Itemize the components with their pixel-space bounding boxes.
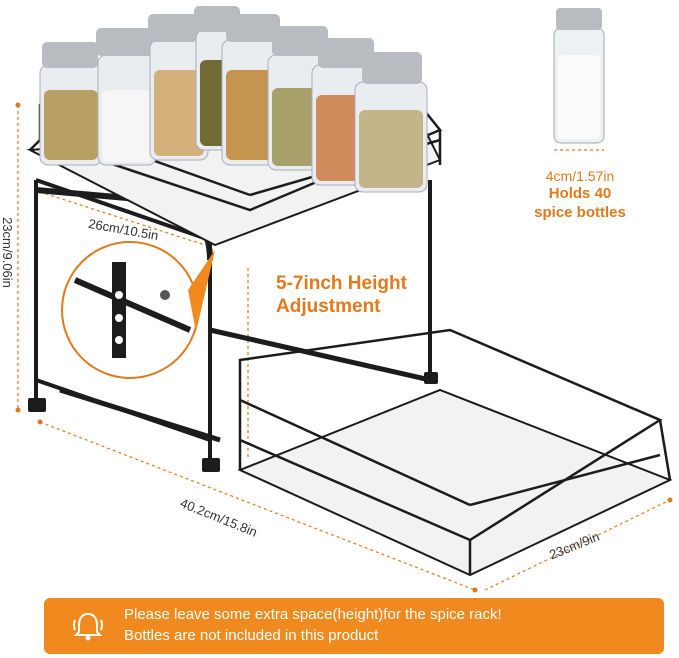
dimension-lines bbox=[17, 105, 671, 591]
single-spice-bottle bbox=[553, 8, 605, 144]
rack-feet bbox=[28, 372, 438, 472]
zoom-callout bbox=[61, 241, 215, 379]
slide-rails bbox=[59, 327, 431, 443]
notice-line1: Please leave some extra space(height)for… bbox=[124, 606, 502, 623]
bottle-capacity-line1: Holds 40 bbox=[548, 185, 612, 202]
bottle-width-label: 4cm/1.57in bbox=[545, 168, 615, 184]
height-adjustment-line1: 5-7inch Height bbox=[276, 273, 407, 294]
height-dimension-label: 23cm/9.06in bbox=[0, 217, 15, 288]
bell-icon bbox=[73, 612, 103, 641]
bottom-shelf-base bbox=[237, 388, 673, 577]
notice-line2: Bottles are not included in this product bbox=[124, 627, 379, 644]
spice-bottles bbox=[39, 6, 428, 193]
height-adjustment-line2: Adjustment bbox=[276, 296, 381, 317]
bottom-basket bbox=[238, 328, 672, 575]
height-adjustment-label: 5-7inch Height Adjustment bbox=[276, 272, 407, 318]
bottle-capacity-line2: spice bottles bbox=[534, 204, 626, 221]
notice-banner: Please leave some extra space(height)for… bbox=[44, 598, 664, 654]
bottle-info: 4cm/1.57in Holds 40 spice bottles bbox=[520, 168, 640, 222]
